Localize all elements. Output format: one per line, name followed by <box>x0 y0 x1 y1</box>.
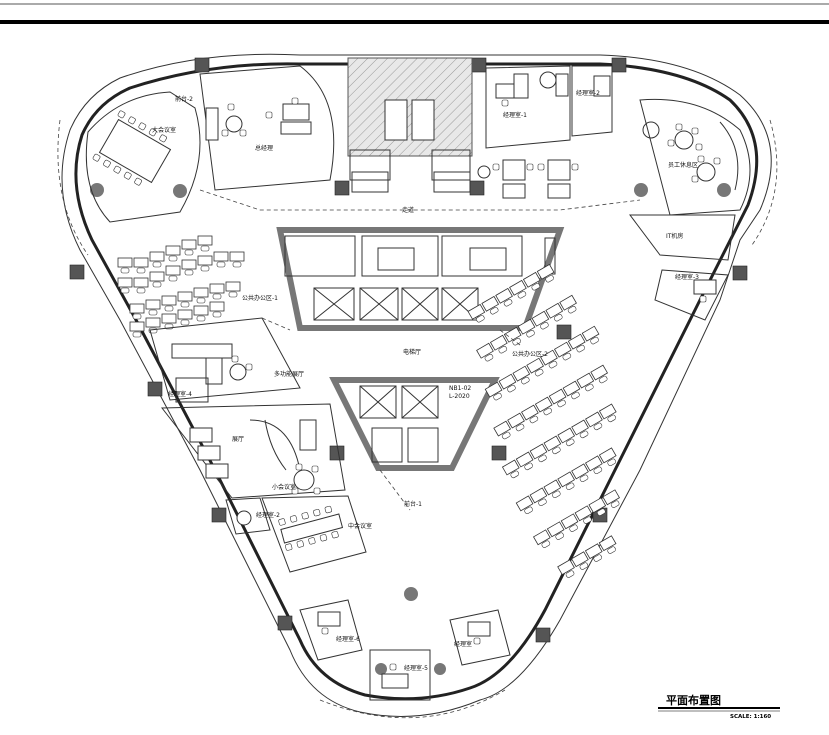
manager-5b-label: 经理室 <box>454 640 472 648</box>
manager-offices-top: 经理室-1 经理室-2 <box>477 65 613 199</box>
title-block: 平面布置图 SCALE: 1:160 <box>658 693 780 720</box>
circulation-lines <box>199 189 641 511</box>
lower-core: NB1-02 L-2020 <box>329 377 500 471</box>
open-office-2-label: 公共办公区-2 <box>512 350 548 358</box>
structural-columns <box>69 57 748 675</box>
bottom-manager-rooms: 经理室-6 经理室-5 经理室 <box>299 599 511 701</box>
mid-meeting-label: 中会议室 <box>348 522 372 530</box>
header-border <box>0 3 829 24</box>
large-meeting-label: 大会议室 <box>152 126 176 134</box>
manager-1-label: 经理室-1 <box>503 111 527 119</box>
manager-4-label: 经理室-4 <box>168 390 192 398</box>
large-meeting-room: 大会议室 前台-2 <box>85 91 201 223</box>
reception-2-label: 前台-2 <box>175 95 193 103</box>
staff-lounge: 员工休息区 <box>639 98 751 216</box>
core-code-2-label: L-2020 <box>449 393 470 400</box>
manager-6-label: 经理室-6 <box>336 635 360 643</box>
hall-label: 展厅 <box>232 436 244 443</box>
staff-lounge-label: 员工休息区 <box>668 161 698 169</box>
manager-3-label: 经理室-3 <box>675 273 699 281</box>
elevator-hall-label: 电梯厅 <box>403 348 421 356</box>
open-office-2: 公共办公区-2 <box>467 264 623 581</box>
drawing-title: 平面布置图 <box>666 693 721 707</box>
small-meeting-label: 小会议室 <box>272 483 296 491</box>
open-office-1-label: 公共办公区-1 <box>242 294 278 302</box>
core-code-label: NB1-02 <box>449 385 471 392</box>
ceo-office: 总经理 <box>199 65 335 191</box>
it-room-label: IT机房 <box>666 232 683 240</box>
drawing-scale: SCALE: 1:160 <box>730 714 771 720</box>
open-office-1: 公共办公区-1 <box>117 235 278 338</box>
left-lower-rooms: 多功能展厅 经理室-4 展厅 小会议室 经理室-2 中会议室 前台-1 <box>149 317 422 573</box>
front-desk-label: 前台-1 <box>404 500 422 508</box>
manager-5-label: 经理室-5 <box>404 664 428 672</box>
manager-2-label: 经理室-2 <box>576 89 600 97</box>
building-shell <box>57 53 778 719</box>
multi-function-hall-label: 多功能展厅 <box>274 370 304 378</box>
top-core-restrooms <box>347 57 473 193</box>
it-room: IT机房 经理室-3 <box>629 214 736 321</box>
ceo-office-label: 总经理 <box>255 144 273 152</box>
